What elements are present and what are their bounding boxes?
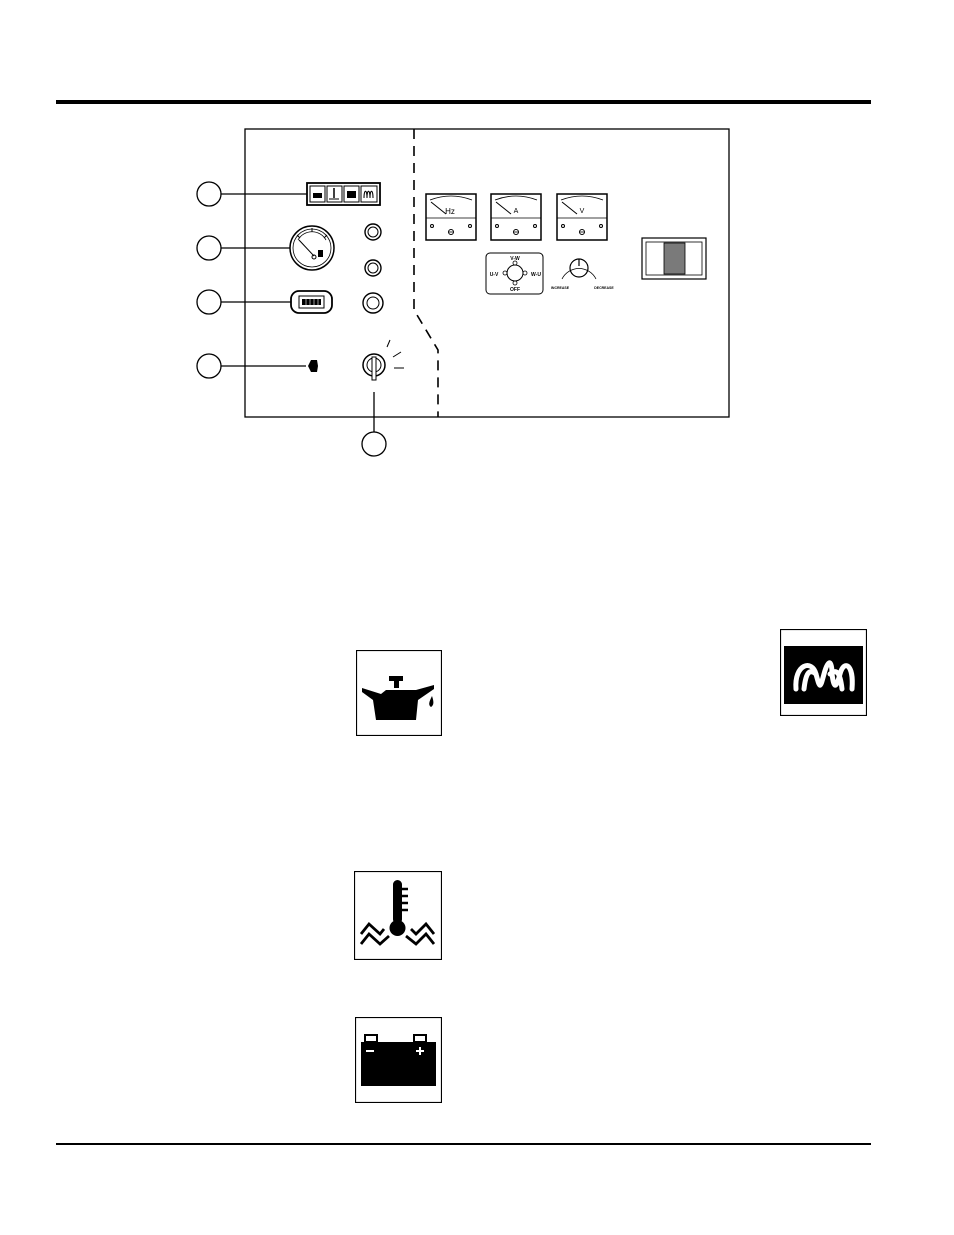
callout-4: [197, 354, 306, 378]
key-switch: [363, 340, 404, 380]
glow-plug-icon: [780, 629, 867, 716]
fuel-gauge: [290, 226, 334, 270]
battery-charge-icon: [355, 1017, 442, 1103]
callout-3: [197, 290, 291, 314]
voltmeter: V: [557, 194, 607, 240]
callout-1: [197, 182, 307, 206]
knob-left-label: INCREASE: [551, 286, 570, 290]
selector-left-label: U-V: [490, 272, 499, 278]
hz-meter: Hz: [426, 194, 476, 240]
warning-lamp-strip: [307, 183, 380, 205]
header-rule: [56, 100, 871, 104]
callout-2: [197, 236, 290, 260]
indicator-lamp: [308, 360, 318, 372]
selector-right-label: W-U: [531, 272, 541, 278]
main-breaker: [642, 238, 706, 279]
ammeter-label: A: [514, 208, 519, 215]
hz-meter-label: Hz: [445, 207, 455, 216]
ammeter: A: [491, 194, 541, 240]
pilot-lamps: [363, 224, 383, 313]
control-panel-diagram: Hz A V V-W U-V W-U OFF: [190, 120, 740, 465]
voltmeter-label: V: [580, 208, 585, 215]
panel-divider: [414, 129, 438, 417]
oil-pressure-icon: [356, 650, 442, 736]
footer-rule: [56, 1143, 871, 1145]
selector-bottom-label: OFF: [510, 287, 520, 293]
voltage-adjust-knob: INCREASE DECREASE: [551, 259, 614, 290]
knob-right-label: DECREASE: [594, 286, 614, 290]
selector-top-label: V-W: [510, 256, 520, 262]
coolant-temperature-icon: [354, 871, 442, 960]
hour-meter: [291, 291, 332, 313]
selector-switch: V-W U-V W-U OFF: [486, 253, 543, 294]
callout-5: [362, 392, 386, 456]
